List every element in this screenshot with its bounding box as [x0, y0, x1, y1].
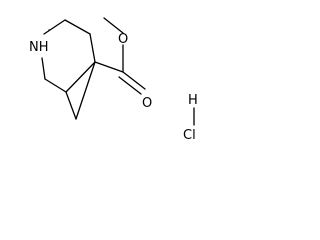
bond-carbonyl-double-2 — [118, 76, 142, 95]
bond-cyclopropane-left — [65, 91, 77, 120]
structure-diagram: NH O O H Cl — [0, 0, 217, 150]
molecule-svg: NH O O H Cl — [29, 17, 198, 143]
atom-label-ether-oxygen: O — [118, 32, 128, 47]
bond-ring-bottom-left — [44, 78, 67, 93]
atom-label-carbonyl-oxygen: O — [142, 96, 152, 111]
bond-ring-top-right — [64, 19, 91, 35]
bond-ether-o-to-methyl — [103, 17, 124, 34]
bond-carbonyl-double-1 — [122, 71, 146, 90]
atom-label-nh: NH — [29, 40, 49, 55]
bond-ring-to-carbonyl — [94, 61, 124, 73]
bond-ring-right-lower — [65, 61, 96, 93]
bond-ring-right-upper — [89, 33, 96, 63]
bond-ring-left-lower — [41, 57, 46, 80]
bond-cyclopropane-right — [75, 61, 96, 120]
atom-label-hydrogen: H — [188, 93, 198, 108]
atom-label-chlorine: Cl — [183, 128, 196, 143]
bond-ring-top-left — [43, 19, 66, 35]
